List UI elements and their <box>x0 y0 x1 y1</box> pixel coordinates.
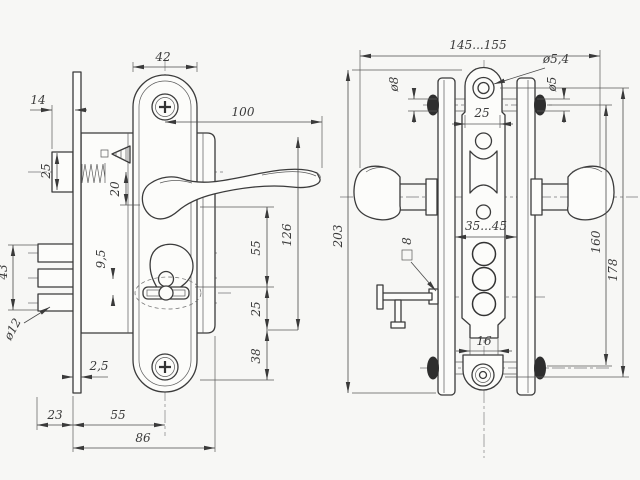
latch-bolt <box>51 151 74 193</box>
bottom-hole-mid <box>475 367 491 383</box>
leader-o12 <box>23 306 51 324</box>
top-screw <box>151 93 179 121</box>
dim-spindle-square: 8 <box>400 237 414 261</box>
deadbolt-hole <box>471 266 497 292</box>
dim-overall-height: 203 <box>331 224 345 248</box>
knob-center <box>158 285 174 301</box>
fixing-bolt <box>427 94 439 116</box>
dim-screw-to-edge: 38 <box>249 348 263 364</box>
dim-overall-drop: 126 <box>280 223 294 246</box>
dim-latch-protrusion: 14 <box>30 93 45 107</box>
fixing-bolt <box>427 356 439 380</box>
latch-wedge-hatch <box>100 148 127 161</box>
leader-square8 <box>410 261 437 292</box>
small-hole-upper <box>474 132 493 150</box>
phillips-cross-icon <box>159 361 171 373</box>
lock-case-inner-lines <box>127 133 204 333</box>
screw-inner <box>155 97 175 117</box>
key-shaft <box>380 292 433 301</box>
handle-grip <box>353 165 401 221</box>
dim-knob-to-screw: 25 <box>249 301 263 317</box>
left-handle <box>353 165 438 221</box>
deadbolt-hole <box>471 241 497 267</box>
latch-spring <box>81 163 106 184</box>
dim-latch-height: 25 <box>39 163 53 179</box>
key-crossbar <box>376 284 384 310</box>
dim-faceplate-thickness: 2,5 <box>88 359 108 373</box>
handle-grip <box>567 165 615 221</box>
dim-post-dia: ø8 <box>387 76 401 92</box>
square-symbol-icon <box>401 249 413 261</box>
central-faceplate <box>461 66 506 339</box>
deadbolt-hole <box>471 291 497 317</box>
small-hole-lower <box>475 204 492 220</box>
front-dimensions: 145...155 ø5,4 ø8 ø5 25 203 35...45 16 1… <box>331 38 626 393</box>
dim-tongue-width: 16 <box>476 334 492 348</box>
dim-top-hole-dia: ø5,4 <box>542 52 569 66</box>
dim-overall-width: 145...155 <box>449 38 506 52</box>
side-view: 42 14 25 20 100 126 55 25 38 9,5 43 ø12 … <box>0 50 323 452</box>
dim-spindle-square-value: 8 <box>400 237 414 245</box>
dim-bolt-span: 43 <box>0 264 10 281</box>
fixing-bolt <box>534 356 546 380</box>
dim-screw-spacing: 160 <box>589 230 603 253</box>
phillips-cross-icon <box>159 101 171 113</box>
deadbolt-pin <box>37 243 76 263</box>
faceplate <box>72 71 82 394</box>
wc-key <box>376 284 439 329</box>
escutcheon-inner-outline <box>138 80 192 387</box>
dim-handle-length: 100 <box>232 105 255 119</box>
connecting-posts <box>455 98 517 375</box>
key-foot <box>390 321 406 329</box>
handle-collar <box>530 178 543 216</box>
deadbolt-pin <box>37 293 76 312</box>
dim-knob-offset: 9,5 <box>94 249 108 268</box>
handle-grip-detail <box>571 167 603 173</box>
dim-edge-to-face: 23 <box>46 408 63 422</box>
dim-case-depth: 86 <box>135 431 151 445</box>
deadbolt-pin <box>37 268 76 288</box>
front-view: 145...155 ø5,4 ø8 ø5 25 203 35...45 16 1… <box>331 38 638 458</box>
dim-latch-to-spindle: 20 <box>108 181 122 198</box>
handle-collar <box>425 178 438 216</box>
left-escutcheon-edge <box>437 77 456 396</box>
top-screw-hole <box>477 81 490 95</box>
thumbturn-pivot <box>157 270 175 288</box>
dim-bolt-dia: ø12 <box>1 316 24 343</box>
key-stem <box>394 299 402 325</box>
leader-o54 <box>493 67 546 85</box>
dim-door-thickness: 35...45 <box>465 219 507 233</box>
latch-cutout <box>469 150 498 194</box>
handle-neck <box>541 183 569 211</box>
dim-hole-spacing: 178 <box>606 258 620 281</box>
fixing-bolt <box>534 94 546 116</box>
handle-grip-detail <box>365 167 397 173</box>
dim-plate-width: 42 <box>154 50 170 64</box>
bottom-hole-inner <box>478 370 488 380</box>
lever-handle <box>141 168 321 220</box>
right-escutcheon-edge <box>516 77 536 396</box>
lever-handle-detail <box>159 171 321 184</box>
screw-inner <box>155 357 175 377</box>
handle-neck <box>399 183 427 211</box>
bottom-screw <box>151 353 179 381</box>
thumbturn-swing-arc <box>134 276 202 310</box>
right-handle <box>530 165 615 221</box>
top-screw-hole-outer <box>472 76 495 100</box>
dim-plate-width-front: 25 <box>473 106 489 120</box>
dim-backset: 55 <box>110 408 125 422</box>
dim-spindle-to-knob: 55 <box>249 240 263 255</box>
escutcheon-plate <box>132 74 198 393</box>
dim-screw-dia: ø5 <box>545 77 559 93</box>
